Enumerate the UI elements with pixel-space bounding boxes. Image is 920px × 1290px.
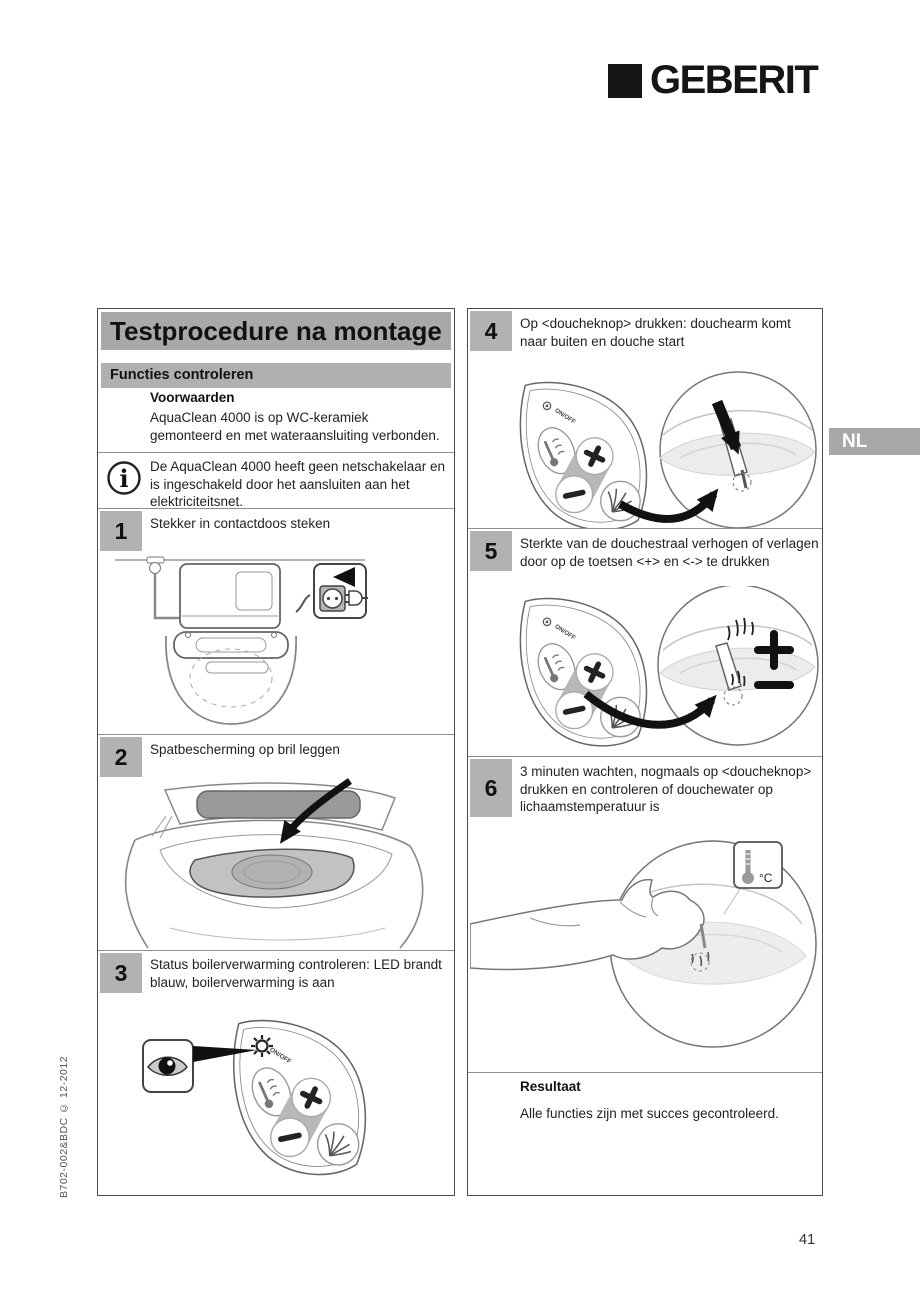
left-column: Testprocedure na montage Functies contro… <box>97 308 455 1196</box>
svg-text:i: i <box>119 464 128 493</box>
step-5-illustration <box>470 586 819 756</box>
aquaclean-unit <box>179 563 281 629</box>
conditions-heading: Voorwaarden <box>150 390 235 405</box>
geberit-logo: GEBERIT <box>608 58 819 103</box>
arrow-curved-icon <box>618 488 719 523</box>
step-2-text: Spatbescherming op bril leggen <box>150 742 340 757</box>
plus-large-icon <box>754 630 794 670</box>
step-5-number: 5 <box>470 531 512 571</box>
step-4-text: Op <doucheknop> drukken: douchearm komt … <box>520 316 791 349</box>
step-3-number: 3 <box>100 953 142 993</box>
step-6-illustration: °C <box>470 840 817 1048</box>
page-title: Testprocedure na montage <box>101 312 451 350</box>
geberit-logo-text: GEBERIT <box>650 58 819 102</box>
result-text: Alle functies zijn met succes gecontrole… <box>520 1106 779 1121</box>
celsius-label: °C <box>759 871 773 885</box>
page-number: 41 <box>799 1232 816 1248</box>
eye-icon <box>142 1039 194 1093</box>
water-valve-icon <box>146 556 165 574</box>
step-5-text: Sterkte van de douchestraal verhogen of … <box>520 536 819 569</box>
right-column: 4 Op <doucheknop> drukken: douchearm kom… <box>467 308 823 1196</box>
result-heading: Resultaat <box>520 1079 581 1094</box>
shower-arm <box>715 642 743 706</box>
arrow-down-icon <box>279 778 352 844</box>
step-6-text: 3 minuten wachten, nogmaals op <douchekn… <box>520 764 812 814</box>
step-6-number: 6 <box>470 759 512 817</box>
step-3-text: Status boilerverwarming controleren: LED… <box>150 957 442 990</box>
pointer-icon <box>193 1046 257 1062</box>
document-code: B702-002&BDC © 12-2012 <box>58 1055 70 1198</box>
info-icon: i <box>107 461 141 495</box>
hand <box>470 878 705 971</box>
led-sun-icon <box>251 1035 273 1057</box>
conditions-text: AquaClean 4000 is op WC-keramiek gemonte… <box>150 410 440 443</box>
step-3-illustration <box>142 1010 452 1194</box>
section-header: Functies controleren <box>101 363 451 388</box>
spray-jets <box>727 617 754 687</box>
arrow-down-icon <box>711 399 742 455</box>
info-text: De AquaClean 4000 heeft geen netschakela… <box>150 459 445 509</box>
step-2-illustration <box>124 778 424 949</box>
toilet-bowl <box>165 635 297 725</box>
step-4-illustration <box>470 366 817 528</box>
splash-protection-tray <box>189 848 355 898</box>
arrow-curved-icon <box>583 690 717 729</box>
seat-hinge-bar <box>173 631 289 659</box>
language-tab-nl: NL <box>829 428 920 455</box>
step-1-number: 1 <box>100 511 142 551</box>
remote-control <box>520 598 646 745</box>
step-4-number: 4 <box>470 311 512 351</box>
geberit-logo-square <box>608 63 642 98</box>
remote-control <box>234 1021 366 1175</box>
step-1-text: Stekker in contactdoos steken <box>150 516 331 531</box>
shower-water <box>690 923 710 972</box>
plug-socket-icon <box>313 563 368 619</box>
thermometer-icon: °C <box>733 841 783 889</box>
step-1-illustration <box>115 556 368 725</box>
step-2-number: 2 <box>100 737 142 777</box>
